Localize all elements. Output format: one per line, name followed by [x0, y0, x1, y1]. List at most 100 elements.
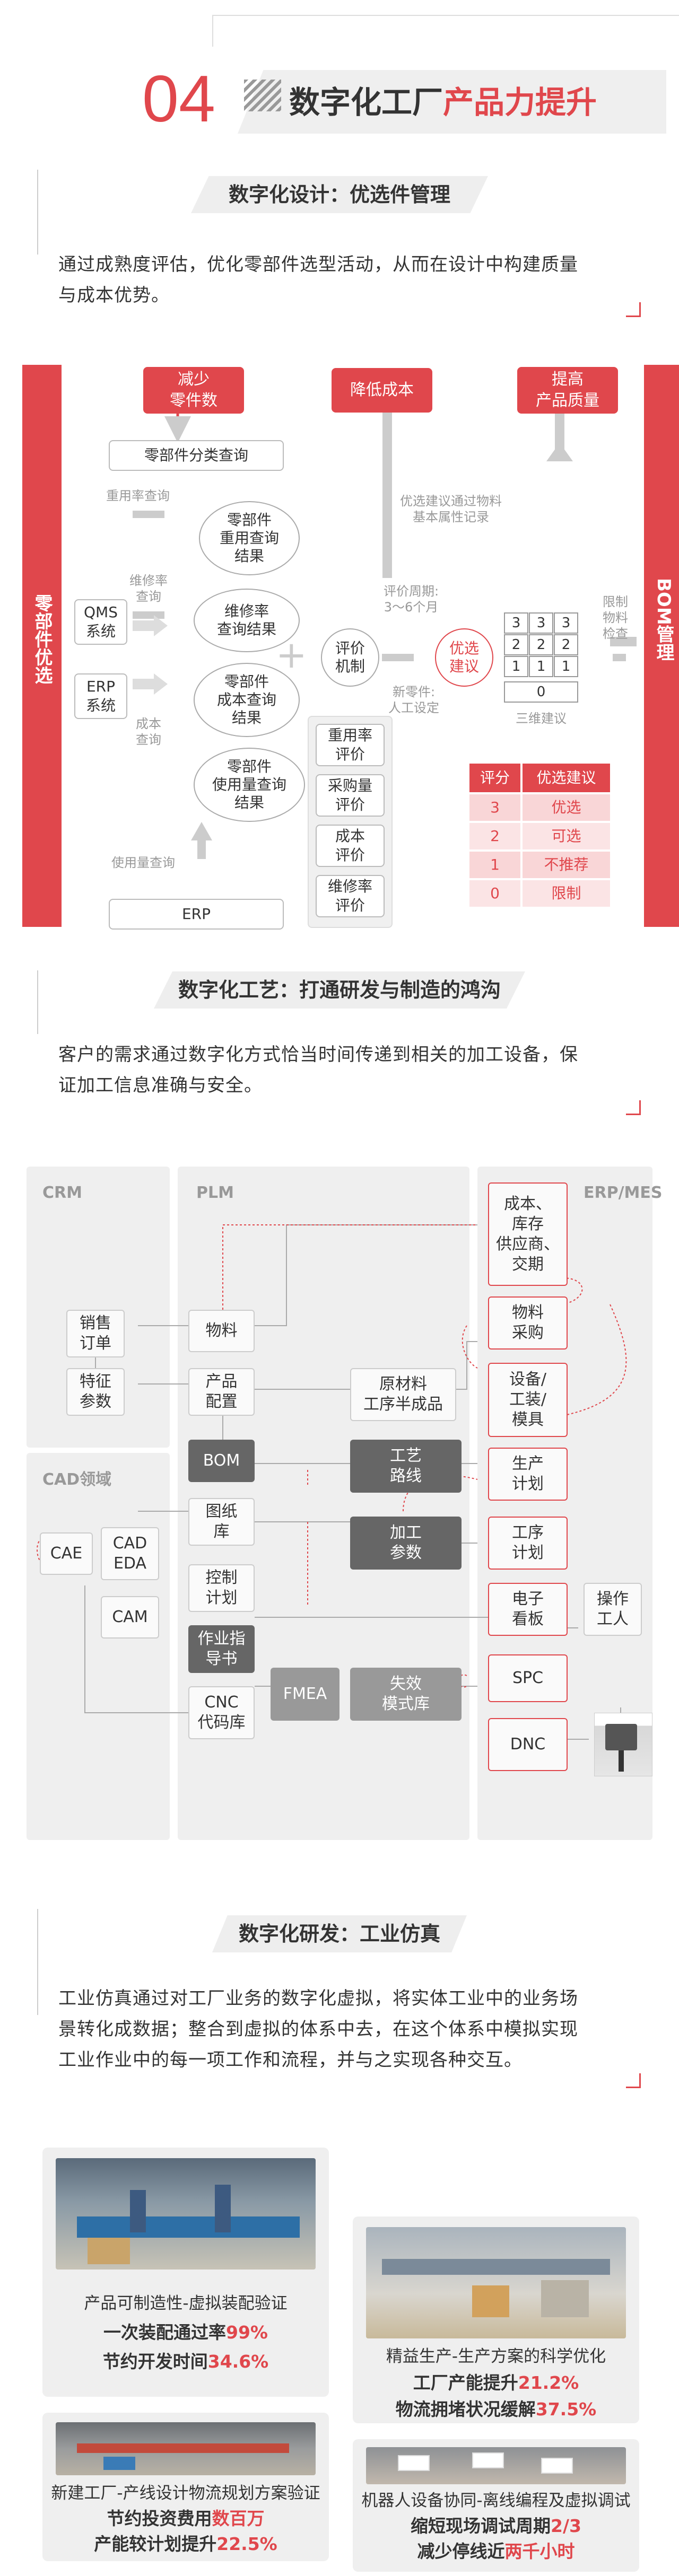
- eval-maint: 维修率 评价: [316, 875, 385, 917]
- limit-check: 限制 物料 检查: [603, 594, 628, 641]
- s1-corner: [626, 302, 641, 317]
- card-robot-l1b: 2/3: [551, 2516, 581, 2536]
- drawing-box: 图纸 库: [188, 1498, 255, 1546]
- cost-label: 成本 查询: [136, 716, 161, 747]
- plus-sign: +: [276, 633, 307, 677]
- s3-frame-left: [37, 1909, 38, 2015]
- card-newfactory-l1b: 数百万: [212, 2508, 265, 2529]
- header-banner: [238, 70, 666, 134]
- material-box: 物料: [188, 1310, 255, 1352]
- s1-frame-left: [37, 170, 38, 255]
- dnc-box: DNC: [488, 1718, 568, 1771]
- card-assembly-l1a: 一次装配通过率: [103, 2322, 226, 2343]
- cae-box: CAE: [40, 1532, 93, 1575]
- card-lean-line2: 物流拥堵状况缓解37.5%: [353, 2397, 639, 2422]
- cam-box: CAM: [101, 1596, 159, 1639]
- param-box: 加工 参数: [350, 1517, 462, 1570]
- preferred-circle: 优选 建议: [435, 628, 493, 687]
- s2-text-1: 客户的需求通过数字化方式恰当时间传递到相关的加工设备，保: [58, 1044, 578, 1065]
- s3-text-2: 景转化成数据；整合到虚拟的体系中去，在这个体系中模拟实现: [58, 2019, 578, 2040]
- grid-cell: 3: [554, 612, 578, 634]
- circle-reuse: 零部件 重用查询 结果: [199, 501, 300, 575]
- s2-title: 数字化工艺：打通研发与制造的鸿沟: [178, 978, 501, 1002]
- grid-cell: 2: [529, 634, 553, 655]
- card-newfactory: 新建工厂-产线设计物流规划方案验证 节约投资费用数百万 产能较计划提升22.5%: [42, 2413, 329, 2561]
- card-lean-line1: 工厂产能提升21.2%: [353, 2370, 639, 2396]
- header-top-line: [212, 15, 679, 16]
- crm-label: CRM: [42, 1184, 82, 1202]
- card-newfactory-caption: 新建工厂-产线设计物流规划方案验证: [51, 2484, 320, 2503]
- guide-box: 作业指 导书: [188, 1625, 255, 1673]
- table-cell: 0: [469, 880, 520, 907]
- diagram2: CRM PLM ERP/MES CAD领域: [0, 1151, 679, 1861]
- grid-cell: 1: [554, 656, 578, 677]
- side-right-bar: [644, 365, 679, 927]
- qms-box: QMS 系统: [74, 599, 127, 645]
- s3-title-bg: [212, 1915, 467, 1952]
- control-box: 控制 计划: [188, 1564, 255, 1612]
- card-lean-l1b: 21.2%: [518, 2372, 579, 2393]
- erp-mes-label: ERP/MES: [584, 1184, 663, 1202]
- card-assembly-caption: 产品可制造性-虚拟装配验证: [84, 2294, 288, 2313]
- fmea-box: FMEA: [271, 1668, 340, 1721]
- side-left-label: 零部件优选: [31, 594, 53, 684]
- s2-corner: [626, 1100, 641, 1115]
- s3-text-1: 工业仿真通过对工厂业务的数字化虚拟，将实体工业中的业务场: [58, 1988, 578, 2009]
- cost-inv-box: 成本、 库存 供应商、 交期: [488, 1182, 568, 1286]
- image-newfactory: [56, 2422, 316, 2475]
- card-robot-line2: 减少停线近两千小时: [353, 2539, 639, 2564]
- side-right-label: BOM管理: [653, 578, 674, 661]
- card-lean-l2a: 物流拥堵状况缓解: [395, 2399, 536, 2420]
- card-lean-l1a: 工厂产能提升: [413, 2372, 518, 2393]
- diagram1: 零部件优选 BOM管理 减少 零件数 降低成本 提高 产品质量 零部件分类查询 …: [0, 350, 679, 944]
- card-lean-caption: 精益生产-生产方案的科学优化: [386, 2347, 606, 2366]
- table-head: 评分: [469, 764, 520, 792]
- eval-reuse: 重用率 评价: [316, 724, 385, 766]
- s3-corner: [626, 2073, 641, 2088]
- circle-maint: 维修率 查询结果: [194, 589, 300, 652]
- grid-cell: 3: [504, 612, 528, 634]
- s3-title: 数字化研发：工业仿真: [238, 1922, 440, 1946]
- raw-box: 原材料 工序半成品: [350, 1368, 456, 1421]
- top-reduce-box: 减少 零件数: [143, 367, 244, 414]
- card-robot-line1: 缩短现场调试周期2/3: [353, 2513, 639, 2539]
- diagram2-lines: [37, 1224, 627, 1740]
- table-cell: 1: [469, 852, 520, 878]
- s3-text-3: 工业作业中的每一项工作和流程，并与之实现各种交互。: [58, 2049, 523, 2071]
- card-newfactory-l1a: 节约投资费用: [107, 2508, 212, 2529]
- reuse-label: 重用率查询: [106, 488, 170, 503]
- query-box: 零部件分类查询: [109, 440, 284, 471]
- suggest-pass: 优选建议通过物料 基本属性记录: [400, 494, 502, 524]
- header-title-red: 产品力提升: [443, 84, 597, 120]
- card-newfactory-l2b: 22.5%: [216, 2534, 277, 2554]
- table-head: 优选建议: [523, 764, 610, 792]
- grid-cell: 1: [529, 656, 553, 677]
- card-lean-l2b: 37.5%: [535, 2399, 597, 2420]
- s1-title-bg: [191, 176, 488, 213]
- grid-cell: 2: [504, 634, 528, 655]
- card-lean: 精益生产-生产方案的科学优化 工厂产能提升21.2% 物流拥堵状况缓解37.5%: [353, 2216, 639, 2423]
- plm-label: PLM: [196, 1184, 234, 1202]
- fail-box: 失效 模式库: [350, 1668, 462, 1721]
- cad-eda-box: CAD EDA: [101, 1527, 159, 1580]
- header-title: 数字化工厂产品力提升: [289, 84, 597, 121]
- card-robot-l1a: 缩短现场调试周期: [411, 2516, 551, 2536]
- s1-text-2: 与成本优势。: [58, 285, 170, 306]
- config-box: 产品 配置: [188, 1368, 255, 1416]
- erp-bottom-box: ERP: [109, 899, 284, 930]
- card-robot: 机器人设备协同-离线编程及虚拟调试 缩短现场调试周期2/3 减少停线近两千小时: [353, 2439, 639, 2572]
- cnc-box: CNC 代码库: [188, 1686, 255, 1739]
- card-newfactory-line1: 节约投资费用数百万: [42, 2506, 329, 2531]
- bom-box: BOM: [188, 1440, 255, 1482]
- grid-label: 三维建议: [516, 711, 567, 726]
- image-assembly: [56, 2158, 316, 2270]
- grid-cell: 2: [554, 634, 578, 655]
- s2-frame-left: [37, 970, 38, 1034]
- cad-area-label: CAD领域: [42, 1470, 112, 1489]
- top-cost-box: 降低成本: [332, 368, 432, 413]
- maint-label: 维修率 查询: [129, 573, 168, 604]
- s2-title-bg: [154, 971, 525, 1009]
- purchase-box: 物料 采购: [488, 1296, 568, 1350]
- proc-plan-box: 工序 计划: [488, 1517, 568, 1570]
- table-cell: 3: [469, 794, 520, 821]
